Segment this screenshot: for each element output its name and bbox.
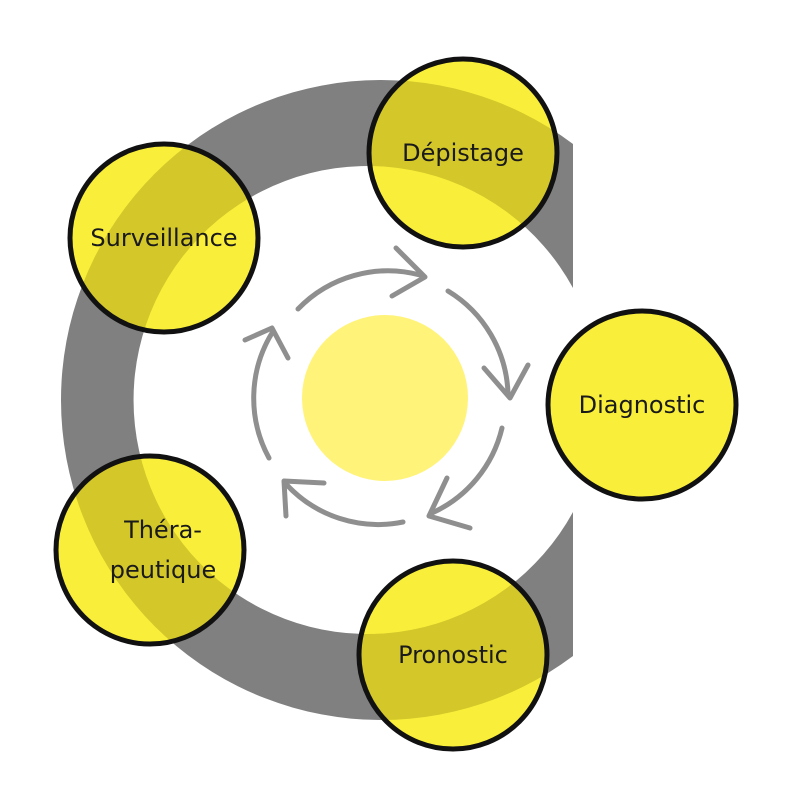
node-label-diagnostic: Diagnostic [579, 391, 706, 419]
node-depistage: Dépistage [366, 56, 560, 250]
center-circle [302, 315, 468, 481]
cycle-arrow-bottom-head [426, 475, 473, 531]
node-label-pronostic: Pronostic [398, 641, 508, 669]
node-surveillance: Surveillance [67, 141, 261, 335]
node-label-surveillance: Surveillance [90, 224, 237, 252]
cycle-arrow-left-bottom [283, 481, 406, 527]
cycle-arrow-right-head [481, 362, 531, 401]
cycle-arrow-bottom [429, 425, 505, 516]
node-label-therapeutique-line1: Théra- [123, 516, 202, 544]
node-label-depistage: Dépistage [402, 139, 524, 167]
cycle-arrow-left [251, 330, 275, 461]
node-therapeutique: Théra- peutique [53, 453, 247, 647]
cycle-arrow-left-bottom-head [281, 478, 327, 519]
node-diagnostic: Diagnostic [545, 308, 739, 502]
cycle-arrow-right [445, 288, 511, 396]
cycle-arrow-left-head [242, 325, 291, 361]
cycle-arrow-top-head [389, 245, 428, 299]
cycle-arrows [242, 245, 531, 531]
cycle-arrow-top [295, 268, 423, 312]
node-label-therapeutique-line2: peutique [110, 556, 217, 584]
node-pronostic: Pronostic [356, 558, 550, 752]
